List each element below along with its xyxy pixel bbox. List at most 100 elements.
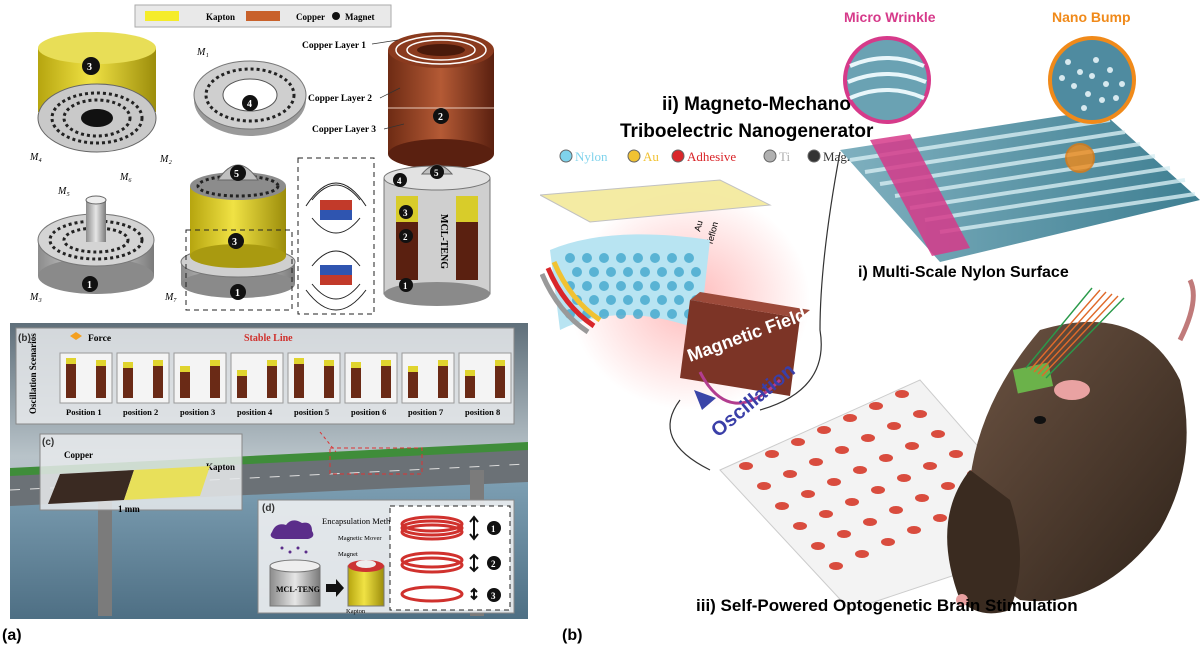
panel-b-drawing: ii) Magneto-Mechano Triboelectric Nanoge… — [538, 9, 1200, 644]
nano-bump-zoom — [1048, 36, 1136, 124]
arrow-right-icon — [326, 579, 344, 597]
material-label: Nylon — [575, 149, 608, 164]
au-curve — [551, 261, 602, 323]
material-swatch-icon — [807, 149, 821, 163]
material-label: Ti — [779, 149, 790, 164]
number-1-assembly: 1 — [235, 288, 240, 299]
coil-step-2 — [400, 551, 464, 574]
wire-right — [759, 151, 841, 411]
compress-arrow-2 — [469, 553, 479, 573]
adhesive-curve — [545, 267, 596, 329]
legend-swatch-copper — [246, 11, 280, 21]
position-label: position 6 — [351, 407, 386, 417]
material-label: Au — [643, 149, 659, 164]
material-swatch-icon — [559, 149, 573, 163]
coil-step-1 — [400, 515, 464, 541]
scenario-cell — [59, 352, 113, 404]
label-m3: M₃ — [29, 292, 42, 303]
number-3-cage: 3 — [403, 208, 408, 218]
scale-bar-label: 1 mm — [118, 504, 140, 514]
part-4-plate — [193, 60, 307, 136]
number-3-top: 3 — [87, 62, 92, 73]
micro-wrinkle-label: Micro Wrinkle — [844, 9, 936, 25]
scenario-cell — [173, 352, 227, 404]
position-label: position 3 — [180, 407, 215, 417]
number-4-plate: 4 — [247, 99, 252, 110]
label-m1: M₁ — [196, 47, 209, 58]
number-3-assembly: 3 — [232, 237, 237, 248]
step-number-1: 1 — [491, 524, 496, 534]
mcl-teng-block-label: MCL-TENG — [276, 585, 320, 594]
kapton-strip — [124, 466, 210, 500]
panel-a: Kapton Copper Magnet 3 M₄ M₆ M₁ 4 — [0, 0, 540, 644]
teng-title-line-2: Triboelectric Nanogenerator — [620, 121, 874, 142]
au-label: Au — [692, 219, 705, 232]
wire-left — [669, 399, 711, 471]
number-4-cage: 4 — [397, 176, 402, 186]
magnet-field-inset — [297, 157, 375, 315]
part-3-kapton-cylinder — [37, 32, 157, 153]
scenario-cell — [344, 352, 398, 404]
label-m6: M₆ — [119, 172, 132, 183]
position-label: position 5 — [294, 407, 329, 417]
mcl-teng-cage — [383, 164, 491, 306]
stable-line-label: Stable Line — [244, 333, 293, 344]
material-swatch-icon — [671, 149, 685, 163]
nylon-surface-caption: i) Multi-Scale Nylon Surface — [858, 264, 1069, 281]
material-swatch-icon — [763, 149, 777, 163]
force-label: Force — [88, 334, 111, 344]
part-2-copper-cylinder — [388, 32, 494, 169]
stimulation-caption: iii) Self-Powered Optogenetic Brain Stim… — [696, 596, 1078, 615]
label-m5: M₅ — [57, 186, 70, 197]
position-label: position 2 — [123, 407, 158, 417]
scenario-cell — [401, 352, 455, 404]
position-label: position 7 — [408, 407, 444, 417]
force-icon — [70, 332, 82, 340]
step-number-2: 2 — [491, 559, 496, 569]
oscillation-arrow-icon — [694, 390, 716, 410]
magnet-label: Magnet — [338, 551, 358, 558]
material-label: Adhesive — [687, 149, 736, 164]
label-m7: M₇ — [164, 292, 177, 303]
sub-d-label: (d) — [262, 503, 275, 514]
kapton-label-d: Kapton — [346, 608, 366, 615]
label-copper-layer-3: Copper Layer 3 — [312, 125, 376, 135]
number-1-base: 1 — [87, 280, 92, 291]
label-copper-layer-2: Copper Layer 2 — [308, 94, 372, 104]
position-label: position 4 — [237, 407, 273, 417]
panel-b-label: (b) — [562, 627, 582, 644]
encapsulation-title: Encapsulation Method — [322, 516, 399, 526]
wavy-nylon-surface — [840, 110, 1200, 262]
sub-c-copper-label: Copper — [64, 450, 93, 460]
mcl-teng-block — [269, 565, 321, 607]
legend-swatch-magnet — [332, 12, 340, 20]
legend-label-kapton: Kapton — [206, 12, 235, 22]
sub-c-label: (c) — [42, 437, 54, 448]
panel-b: ii) Magneto-Mechano Triboelectric Nanoge… — [538, 0, 1200, 644]
label-copper-layer-1: Copper Layer 1 — [302, 41, 366, 51]
number-2-copper: 2 — [438, 112, 443, 123]
assembly-stack — [180, 164, 296, 311]
sub-c-kapton-label: Kapton — [206, 462, 235, 472]
teflon-au-layer — [538, 179, 772, 223]
mouse-illustration — [947, 278, 1196, 614]
step-number-3: 3 — [491, 591, 496, 601]
legend-label-copper: Copper — [296, 12, 325, 22]
label-mcl-teng-vertical: MCL-TENG — [438, 214, 449, 269]
number-5-cage: 5 — [434, 168, 439, 178]
nano-bump-label: Nano Bump — [1052, 9, 1131, 25]
coil-step-3 — [400, 585, 464, 603]
part-1-base — [37, 195, 155, 294]
sub-b-label: (b) — [18, 333, 31, 344]
number-5-assembly: 5 — [234, 169, 239, 180]
rain-drops — [280, 546, 308, 554]
scenario-cell — [230, 352, 284, 404]
material-swatch-icon — [627, 149, 641, 163]
teng-title-line-1: ii) Magneto-Mechano — [662, 94, 851, 115]
copper-strip — [48, 470, 134, 504]
number-1-cage: 1 — [403, 281, 408, 291]
panel-a-drawing: Kapton Copper Magnet 3 M₄ M₆ M₁ 4 — [2, 4, 529, 644]
magnet-block — [680, 292, 810, 396]
